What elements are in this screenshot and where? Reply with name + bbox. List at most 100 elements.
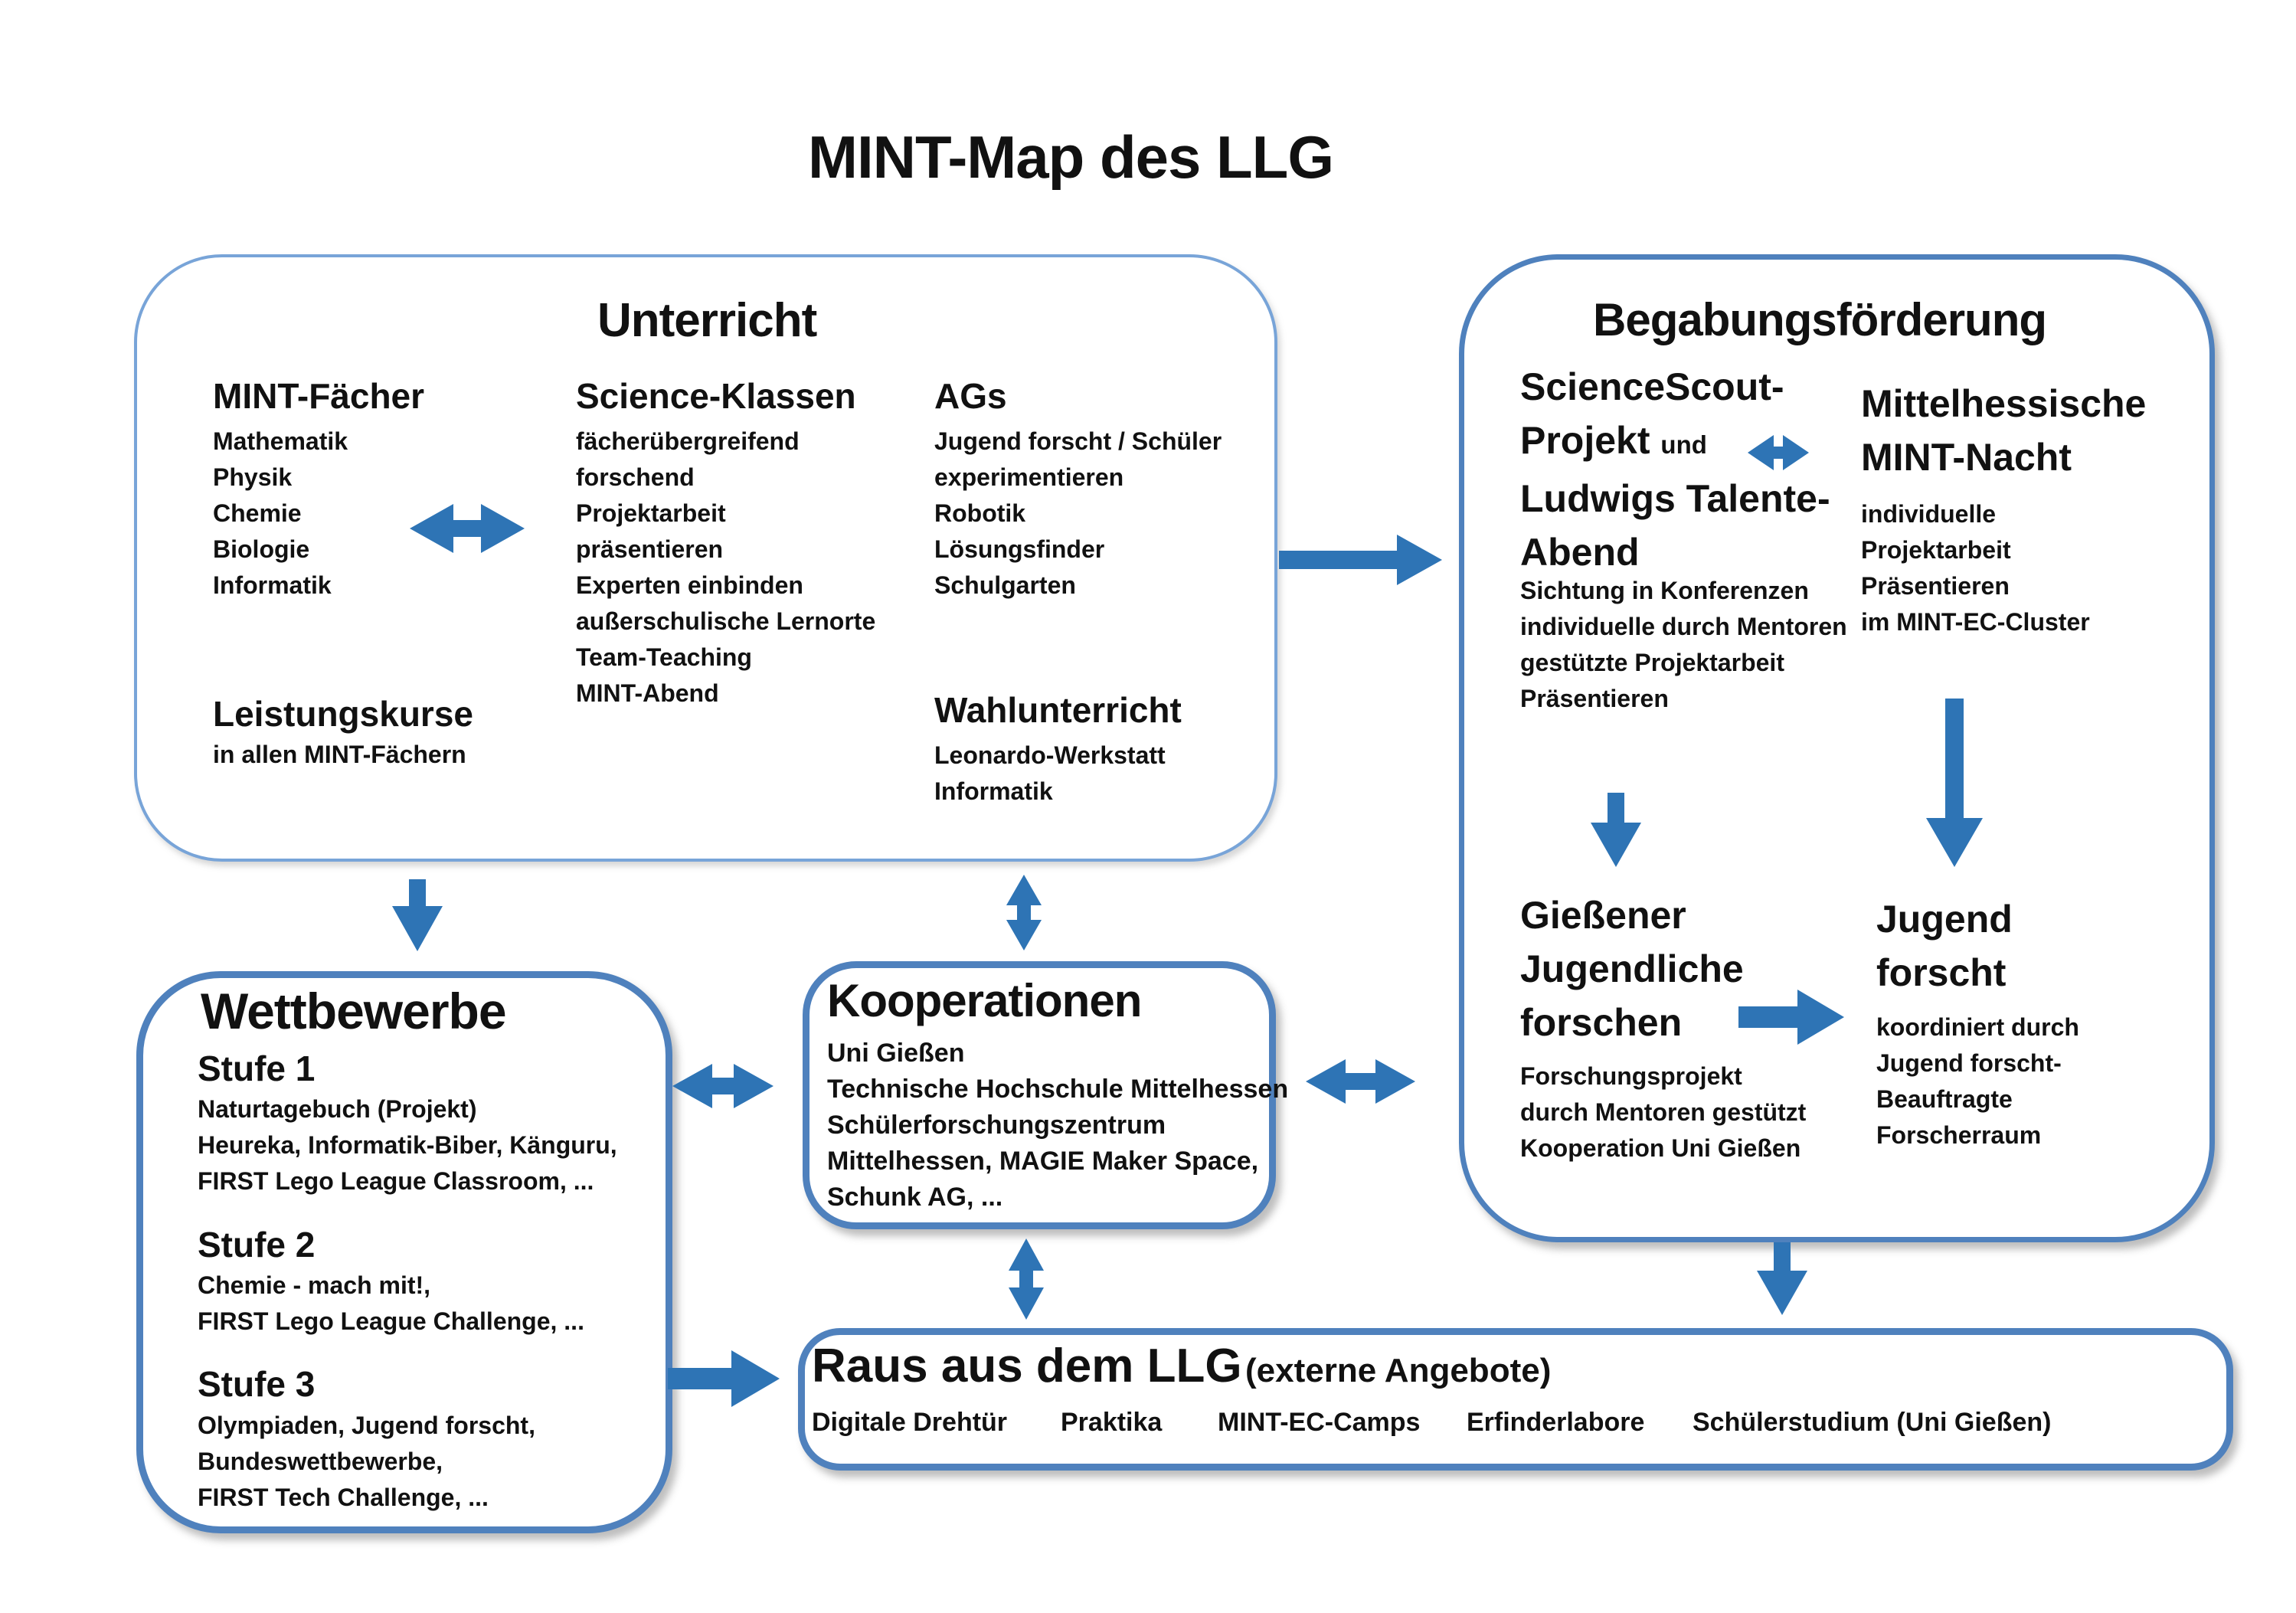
list-line: Chemie bbox=[213, 499, 302, 527]
raus-item-mint-ec-camps: MINT-EC-Camps bbox=[1218, 1408, 1421, 1437]
wettbewerbe-title: Wettbewerbe bbox=[201, 983, 507, 1039]
science-klassen-heading: Science-Klassen bbox=[576, 376, 856, 416]
jugend-forscht-line2: forscht bbox=[1876, 951, 2007, 994]
list-line: Heureka, Informatik-Biber, Känguru, bbox=[198, 1131, 617, 1159]
list-line: Experten einbinden bbox=[576, 571, 803, 599]
wettbewerbe-box bbox=[136, 971, 672, 1533]
list-line: MINT-Abend bbox=[576, 679, 719, 707]
sciencescout-heading: ScienceScout- Projekt und Ludwigs Talent… bbox=[1520, 360, 1830, 579]
jugend-forscht-line1: Jugend bbox=[1876, 898, 2013, 941]
mint-nacht-line2: MINT-Nacht bbox=[1861, 436, 2072, 479]
arrow-unterricht-kooperationen-icon bbox=[1006, 875, 1042, 950]
arrow-begabung-raus-icon bbox=[1757, 1242, 1807, 1315]
list-line: Projektarbeit bbox=[576, 499, 726, 527]
list-line: individuelle bbox=[1861, 500, 1997, 528]
giessener-line2: Jugendliche bbox=[1520, 947, 1744, 990]
sciencescout-line1: ScienceScout- bbox=[1520, 365, 1784, 408]
arrow-kooperationen-raus-icon bbox=[1009, 1238, 1044, 1320]
list-line: Team-Teaching bbox=[576, 643, 752, 671]
mint-nacht-line1: Mittelhessische bbox=[1861, 382, 2147, 425]
begabungsfoerderung-title: Begabungsförderung bbox=[1593, 294, 2047, 345]
mint-faecher-heading: MINT-Fächer bbox=[213, 376, 425, 416]
list-line: Schulgarten bbox=[934, 571, 1076, 599]
raus-box bbox=[798, 1328, 2233, 1471]
list-line: Chemie - mach mit!, bbox=[198, 1271, 431, 1299]
list-line: Naturtagebuch (Projekt) bbox=[198, 1095, 477, 1123]
list-line: Informatik bbox=[934, 777, 1053, 805]
list-line: Sichtung in Konferenzen bbox=[1520, 577, 1809, 604]
raus-item-erfinderlabore: Erfinderlabore bbox=[1467, 1408, 1645, 1437]
arrow-sciencescout-mintnacht-icon bbox=[1748, 435, 1809, 470]
mint-nacht-heading: Mittelhessische MINT-Nacht bbox=[1861, 377, 2146, 484]
list-line: außerschulische Lernorte bbox=[576, 607, 876, 635]
list-line: Technische Hochschule Mittelhessen bbox=[827, 1075, 1289, 1104]
list-line: Jugend forscht / Schüler bbox=[934, 427, 1222, 455]
list-line: Jugend forscht- bbox=[1876, 1049, 2062, 1077]
stufe1-list: Naturtagebuch (Projekt) Heureka, Informat… bbox=[198, 1091, 617, 1199]
list-line: gestützte Projektarbeit bbox=[1520, 649, 1784, 676]
list-line: fächerübergreifend bbox=[576, 427, 800, 455]
list-line: Informatik bbox=[213, 571, 332, 599]
leistungskurse-sub: in allen MINT-Fächern bbox=[213, 741, 466, 768]
list-line: im MINT-EC-Cluster bbox=[1861, 608, 2090, 636]
list-line: Physik bbox=[213, 463, 293, 491]
kooperationen-box bbox=[803, 961, 1276, 1229]
list-line: Lösungsfinder bbox=[934, 535, 1105, 563]
raus-title-row: Raus aus dem LLG (externe Angebote) bbox=[812, 1339, 1551, 1393]
ags-heading: AGs bbox=[934, 376, 1007, 416]
unterricht-box bbox=[134, 254, 1277, 862]
list-line: Leonardo-Werkstatt bbox=[934, 741, 1166, 769]
list-line: FIRST Lego League Classroom, ... bbox=[198, 1167, 594, 1195]
arrow-wettbewerbe-kooperationen-icon bbox=[672, 1064, 774, 1108]
arrow-mintfaecher-science-icon bbox=[410, 504, 525, 553]
list-line: Präsentieren bbox=[1520, 685, 1669, 712]
list-line: präsentieren bbox=[576, 535, 724, 563]
list-line: Schülerforschungszentrum bbox=[827, 1111, 1166, 1140]
list-line: forschend bbox=[576, 463, 695, 491]
arrow-sciencescout-giessener-icon bbox=[1591, 793, 1641, 867]
arrow-unterricht-begabung-icon bbox=[1279, 535, 1442, 585]
kooperationen-title: Kooperationen bbox=[827, 975, 1142, 1026]
arrow-wettbewerbe-raus-icon bbox=[668, 1350, 780, 1407]
list-line: Uni Gießen bbox=[827, 1039, 965, 1068]
list-line: experimentieren bbox=[934, 463, 1124, 491]
list-line: Beauftragte bbox=[1876, 1085, 2013, 1113]
stufe2-heading: Stufe 2 bbox=[198, 1225, 316, 1265]
giessener-line3: forschen bbox=[1520, 1001, 1683, 1044]
giessener-heading: Gießener Jugendliche forschen bbox=[1520, 888, 1744, 1049]
sciencescout-line3: Ludwigs Talente- bbox=[1520, 477, 1830, 520]
raus-item-digitale-drehtuer: Digitale Drehtür bbox=[812, 1408, 1008, 1437]
list-line: Forschungsprojekt bbox=[1520, 1062, 1742, 1090]
jugend-forscht-heading: Jugend forscht bbox=[1876, 892, 2013, 1000]
sciencescout-line2: Projekt bbox=[1520, 419, 1650, 462]
list-line: koordiniert durch bbox=[1876, 1013, 2079, 1041]
list-line: FIRST Lego League Challenge, ... bbox=[198, 1307, 584, 1335]
list-line: Mathematik bbox=[213, 427, 348, 455]
raus-item-praktika: Praktika bbox=[1061, 1408, 1163, 1437]
arrow-kooperationen-begabung-icon bbox=[1306, 1059, 1415, 1104]
leistungskurse-heading: Leistungskurse bbox=[213, 694, 473, 734]
raus-subtitle: (externe Angebote) bbox=[1245, 1352, 1552, 1389]
begabungsfoerderung-box bbox=[1459, 254, 2215, 1242]
arrow-mintnacht-jugendforscht-icon bbox=[1926, 699, 1983, 867]
stufe2-list: Chemie - mach mit!, FIRST Lego League Cha… bbox=[198, 1268, 584, 1340]
stufe3-heading: Stufe 3 bbox=[198, 1364, 316, 1404]
list-line: Biologie bbox=[213, 535, 310, 563]
sciencescout-und: und bbox=[1660, 430, 1707, 459]
list-line: Mittelhessen, MAGIE Maker Space, bbox=[827, 1147, 1259, 1176]
list-line: individuelle durch Mentoren bbox=[1520, 613, 1847, 640]
raus-item-schuelerstudium: Schülerstudium (Uni Gießen) bbox=[1693, 1408, 2052, 1437]
sciencescout-list: Sichtung in Konferenzen individuelle durc… bbox=[1520, 573, 1847, 717]
list-line: Olympiaden, Jugend forscht, bbox=[198, 1412, 535, 1439]
arrow-unterricht-wettbewerbe-icon bbox=[392, 879, 443, 951]
unterricht-title: Unterricht bbox=[597, 294, 817, 347]
list-line: Forscherraum bbox=[1876, 1121, 2042, 1149]
